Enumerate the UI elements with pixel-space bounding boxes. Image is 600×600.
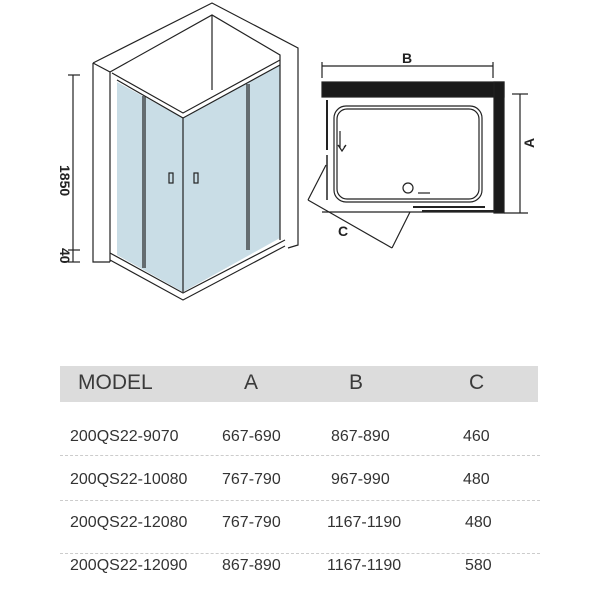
header-a: A	[244, 371, 259, 394]
c-cell: 480	[463, 471, 490, 488]
plan-view	[307, 62, 528, 249]
c-cell: 460	[463, 428, 490, 445]
row-divider	[60, 455, 540, 456]
header-model: MODEL	[78, 371, 153, 394]
table-row: 200QS22-12090 867-890 1167-1190 580	[0, 557, 600, 581]
row-divider	[60, 500, 540, 501]
b-cell: 1167-1190	[327, 514, 402, 531]
a-cell: 867-890	[222, 557, 281, 574]
height-label: 1850	[57, 165, 73, 196]
c-cell: 580	[465, 557, 492, 574]
a-cell: 767-790	[222, 471, 281, 488]
model-cell: 200QS22-10080	[70, 471, 188, 488]
table-row: 200QS22-10080 767-790 967-990 480	[0, 471, 600, 495]
table-row: 200QS22-12080 767-790 1167-1190 480	[0, 514, 600, 538]
table-header	[60, 366, 538, 402]
a-cell: 767-790	[222, 514, 281, 531]
row-divider	[60, 553, 540, 554]
glass-left	[117, 82, 183, 292]
b-cell: 967-990	[331, 471, 390, 488]
shower-enclosure-drawing: 1850 40 B A C	[57, 2, 537, 301]
table-row: 200QS22-9070 667-690 867-890 460	[0, 428, 600, 452]
isometric-view	[68, 2, 299, 301]
a-cell: 667-690	[222, 428, 281, 445]
model-cell: 200QS22-12080	[70, 514, 188, 531]
dimension-b-label: B	[402, 50, 412, 66]
c-cell: 480	[465, 514, 492, 531]
dimension-c-label: C	[338, 223, 348, 239]
glass-right	[183, 65, 280, 292]
base-label: 40	[57, 248, 73, 264]
dimension-a-label: A	[521, 138, 537, 148]
header-c: C	[469, 371, 485, 394]
model-cell: 200QS22-12090	[70, 557, 188, 574]
header-b: B	[349, 371, 364, 394]
b-cell: 1167-1190	[327, 557, 402, 574]
model-cell: 200QS22-9070	[70, 428, 179, 445]
b-cell: 867-890	[331, 428, 390, 445]
